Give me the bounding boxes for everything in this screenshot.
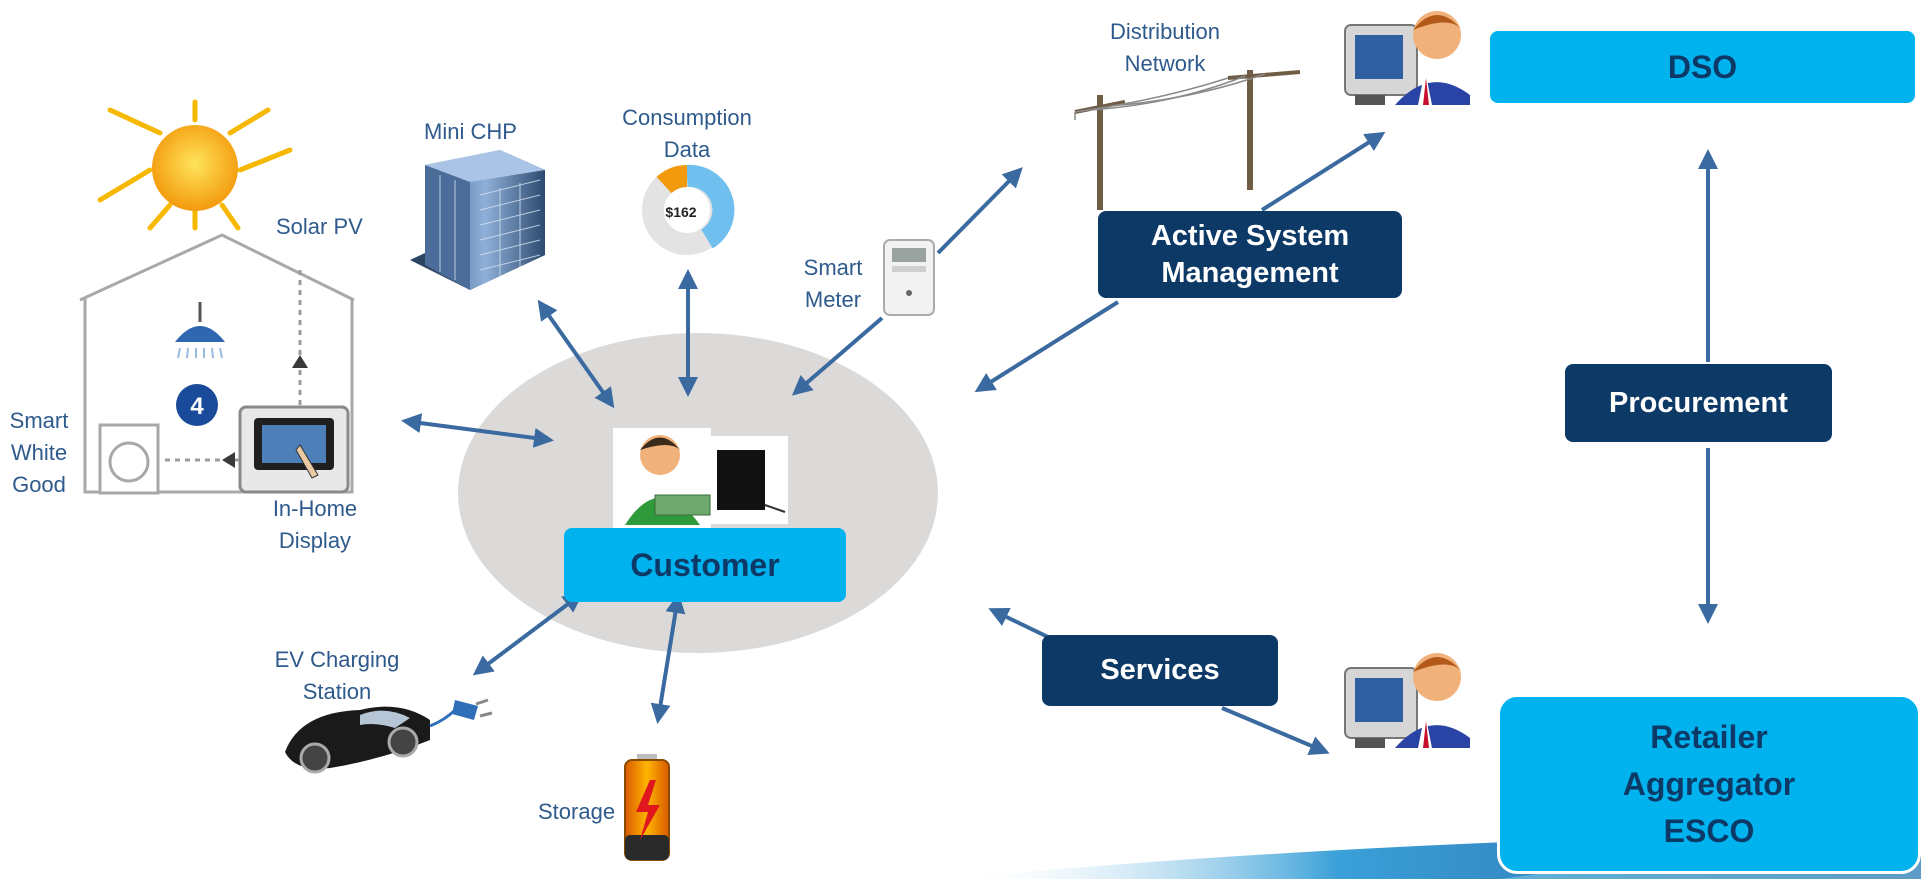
customer-box: Customer: [564, 528, 846, 602]
dso-box: DSO: [1490, 31, 1915, 103]
arrow-house-customer: [401, 413, 554, 448]
aggregator-line: Aggregator: [1622, 765, 1796, 802]
smart-white-good-label-line2: White: [10, 440, 68, 465]
arrow-asm-operator: [1260, 131, 1386, 212]
smart-meter-label-line1: Smart: [803, 255, 863, 280]
ev-charging-label-line2: Station: [302, 679, 372, 704]
operator-icon-retailer: [1344, 653, 1470, 748]
services-box: Services: [1042, 635, 1278, 706]
smart-meter-label: Smart Meter: [798, 252, 868, 316]
arrow-meter-customer: [791, 316, 884, 396]
operator-icon-dso: [1344, 11, 1470, 105]
distribution-pole-icon: [1074, 70, 1301, 210]
smart-white-good-label: Smart White Good: [0, 405, 78, 501]
solar-pv-label: Solar PV: [276, 214, 363, 239]
active-system-management-box: Active System Management: [1098, 211, 1402, 298]
battery-icon: [624, 754, 670, 861]
customer-person-icon: [613, 428, 711, 528]
mini-chp-icon: [410, 150, 545, 290]
smart-white-good-label-line3: Good: [12, 472, 66, 497]
procurement-box: Procurement: [1565, 364, 1832, 442]
smart-meter-icon: [883, 239, 935, 316]
in-home-display-label-line1: In-Home: [272, 496, 358, 521]
consumption-data-label: Consumption Data: [612, 102, 762, 166]
active-system-management-line1: Active System: [1150, 219, 1350, 252]
lamp-icon: [175, 302, 225, 359]
consumption-donut-icon: [642, 164, 735, 255]
smart-meter-label-line2: Meter: [804, 287, 862, 312]
esco-line: ESCO: [1663, 812, 1755, 849]
ev-charging-label: EV Charging Station: [262, 644, 412, 708]
ev-car-icon: [285, 698, 493, 774]
distribution-network-label: Distribution Network: [1080, 16, 1250, 80]
distribution-network-label-line2: Network: [1124, 51, 1206, 76]
house-badge-icon: [176, 384, 218, 426]
house-badge-number: 4: [190, 393, 204, 420]
distribution-network-label-line1: Distribution: [1109, 19, 1221, 44]
mini-chp-label: Mini CHP: [424, 119, 517, 144]
arrow-customer-ev: [472, 592, 584, 676]
arrow-asm-customer: [974, 300, 1120, 393]
smart-white-good-label-line1: Smart: [9, 408, 69, 433]
arrow-services-customer: [988, 607, 1049, 639]
house-flow-arrow-left: [222, 452, 235, 468]
washing-machine-icon: [98, 423, 160, 495]
arrow-chp-customer: [537, 299, 615, 409]
consumption-value: $162: [665, 204, 696, 220]
in-home-display-label: In-Home Display: [255, 493, 375, 557]
arrow-meter-network: [936, 167, 1023, 255]
storage-device-icon: [711, 436, 788, 524]
arrows: [401, 131, 1718, 755]
in-home-display-label-line2: Display: [278, 528, 352, 553]
consumption-data-label-line1: Consumption: [622, 105, 752, 130]
ev-charging-label-line1: EV Charging: [274, 647, 400, 672]
retailer-aggregator-esco-box: Retailer Aggregator ESCO: [1497, 694, 1921, 874]
retailer-line: Retailer: [1650, 718, 1768, 755]
consumption-data-label-line2: Data: [663, 137, 711, 162]
storage-label: Storage: [538, 799, 616, 824]
active-system-management-line2: Management: [1161, 256, 1339, 289]
arrow-customer-storage: [650, 593, 686, 724]
in-home-display-icon: [238, 405, 350, 494]
arrow-services-operator: [1221, 706, 1330, 755]
house-flow-arrow-up: [292, 355, 308, 368]
sun-icon: [97, 99, 293, 231]
